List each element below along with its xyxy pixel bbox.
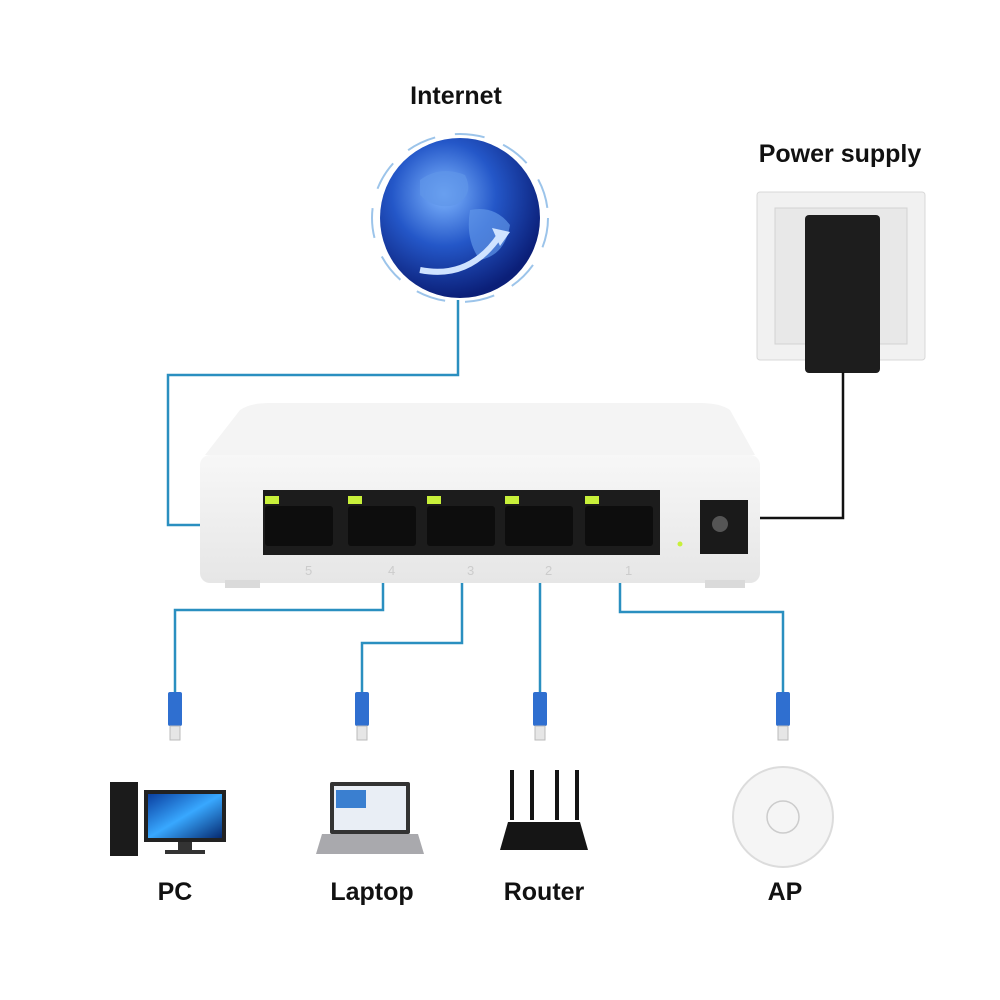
port-number-label: 2 <box>545 563 553 578</box>
pc-icon <box>110 782 226 856</box>
power-supply-label: Power supply <box>758 140 922 168</box>
ethernet-port-4[interactable] <box>348 496 416 546</box>
ethernet-port-2[interactable] <box>505 496 573 546</box>
port-number-label: 3 <box>467 563 475 578</box>
rj45-connector-icon <box>355 692 369 741</box>
power-cable <box>748 372 845 520</box>
power-supply-icon <box>756 191 926 373</box>
laptop-label: Laptop <box>330 878 414 906</box>
internet-label: Internet <box>410 82 502 110</box>
pc-label: PC <box>157 878 193 906</box>
port-number-label: 4 <box>388 563 396 578</box>
port-led <box>427 496 441 504</box>
port-led <box>265 496 279 504</box>
port-number-label: 5 <box>305 563 313 578</box>
laptop-cable <box>360 525 464 692</box>
access-point-icon <box>732 766 834 868</box>
router-icon <box>500 770 588 850</box>
router-label: Router <box>503 878 585 906</box>
power-jack <box>712 516 728 532</box>
port-led <box>348 496 362 504</box>
rj45-connector-icon <box>168 692 182 741</box>
ap-label: AP <box>767 878 803 906</box>
ethernet-port-1[interactable] <box>585 496 653 546</box>
rj45-connector-icon <box>533 692 547 741</box>
laptop-icon <box>316 782 424 854</box>
port-number-label: 1 <box>625 563 633 578</box>
rj45-connector-icon <box>776 692 790 741</box>
port-led <box>505 496 519 504</box>
internet-globe-icon <box>371 133 549 303</box>
ethernet-port-5[interactable] <box>265 496 333 546</box>
port-led <box>585 496 599 504</box>
ethernet-port-3[interactable] <box>427 496 495 546</box>
network-switch <box>200 403 760 588</box>
power-led <box>677 541 683 547</box>
